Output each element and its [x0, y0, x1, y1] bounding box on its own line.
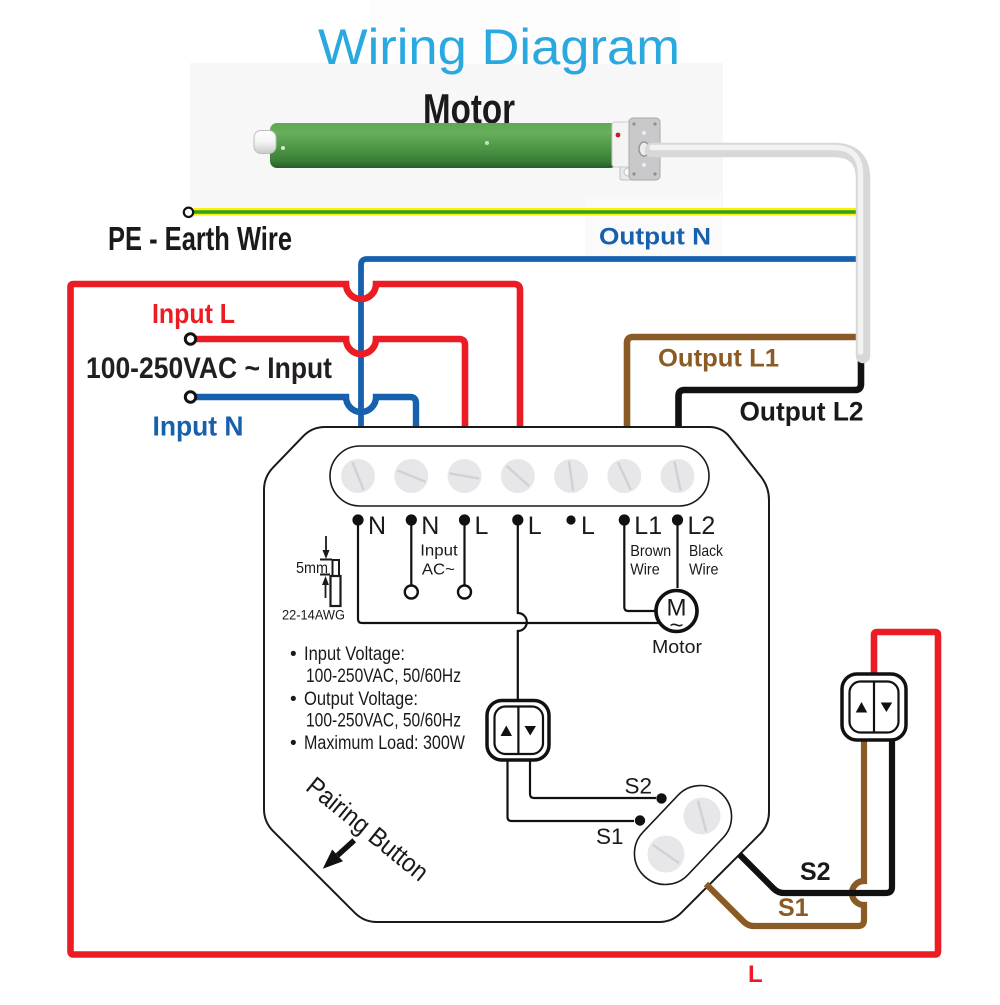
svg-text:Wire: Wire	[689, 562, 719, 579]
svg-text:L: L	[581, 512, 595, 540]
svg-text:Wiring Diagram: Wiring Diagram	[318, 19, 680, 75]
svg-text:S1: S1	[596, 824, 624, 849]
svg-text:PE - Earth Wire: PE - Earth Wire	[108, 220, 292, 257]
svg-text:Black: Black	[689, 543, 724, 560]
svg-text:Input N: Input N	[153, 411, 244, 442]
svg-text:N: N	[368, 512, 386, 540]
svg-text:L2: L2	[688, 512, 716, 540]
svg-text:L: L	[748, 961, 763, 988]
svg-text:Input L: Input L	[152, 298, 235, 329]
svg-text:5mm: 5mm	[296, 560, 328, 577]
svg-text:S2: S2	[800, 858, 831, 886]
svg-text:Output L1: Output L1	[658, 345, 779, 373]
svg-text:100-250VAC, 50/60Hz: 100-250VAC, 50/60Hz	[306, 666, 461, 687]
svg-text:Output N: Output N	[599, 224, 711, 251]
svg-text:Maximum Load: 300W: Maximum Load: 300W	[304, 733, 465, 754]
svg-text:Input Voltage:: Input Voltage:	[304, 644, 405, 665]
svg-text:•: •	[290, 644, 297, 665]
svg-text:L: L	[475, 512, 489, 540]
svg-text:•: •	[290, 689, 297, 710]
svg-text:N: N	[421, 512, 439, 540]
svg-text:AC~: AC~	[422, 562, 455, 579]
svg-text:•: •	[290, 733, 297, 754]
svg-text:~: ~	[669, 612, 683, 639]
svg-text:L: L	[528, 512, 542, 540]
svg-text:L1: L1	[634, 512, 662, 540]
svg-text:S1: S1	[778, 894, 809, 922]
svg-text:Output L2: Output L2	[740, 397, 864, 427]
svg-text:M: M	[667, 595, 687, 622]
svg-text:22-14AWG: 22-14AWG	[282, 608, 345, 623]
svg-text:Brown: Brown	[630, 543, 671, 560]
svg-text:Input: Input	[420, 543, 458, 560]
svg-text:Motor: Motor	[652, 636, 702, 657]
svg-text:100-250VAC ~ Input: 100-250VAC ~ Input	[86, 352, 332, 385]
svg-text:100-250VAC, 50/60Hz: 100-250VAC, 50/60Hz	[306, 711, 461, 732]
svg-text:Wire: Wire	[630, 562, 660, 579]
svg-text:Output Voltage:: Output Voltage:	[304, 689, 418, 710]
svg-text:S2: S2	[625, 773, 653, 798]
